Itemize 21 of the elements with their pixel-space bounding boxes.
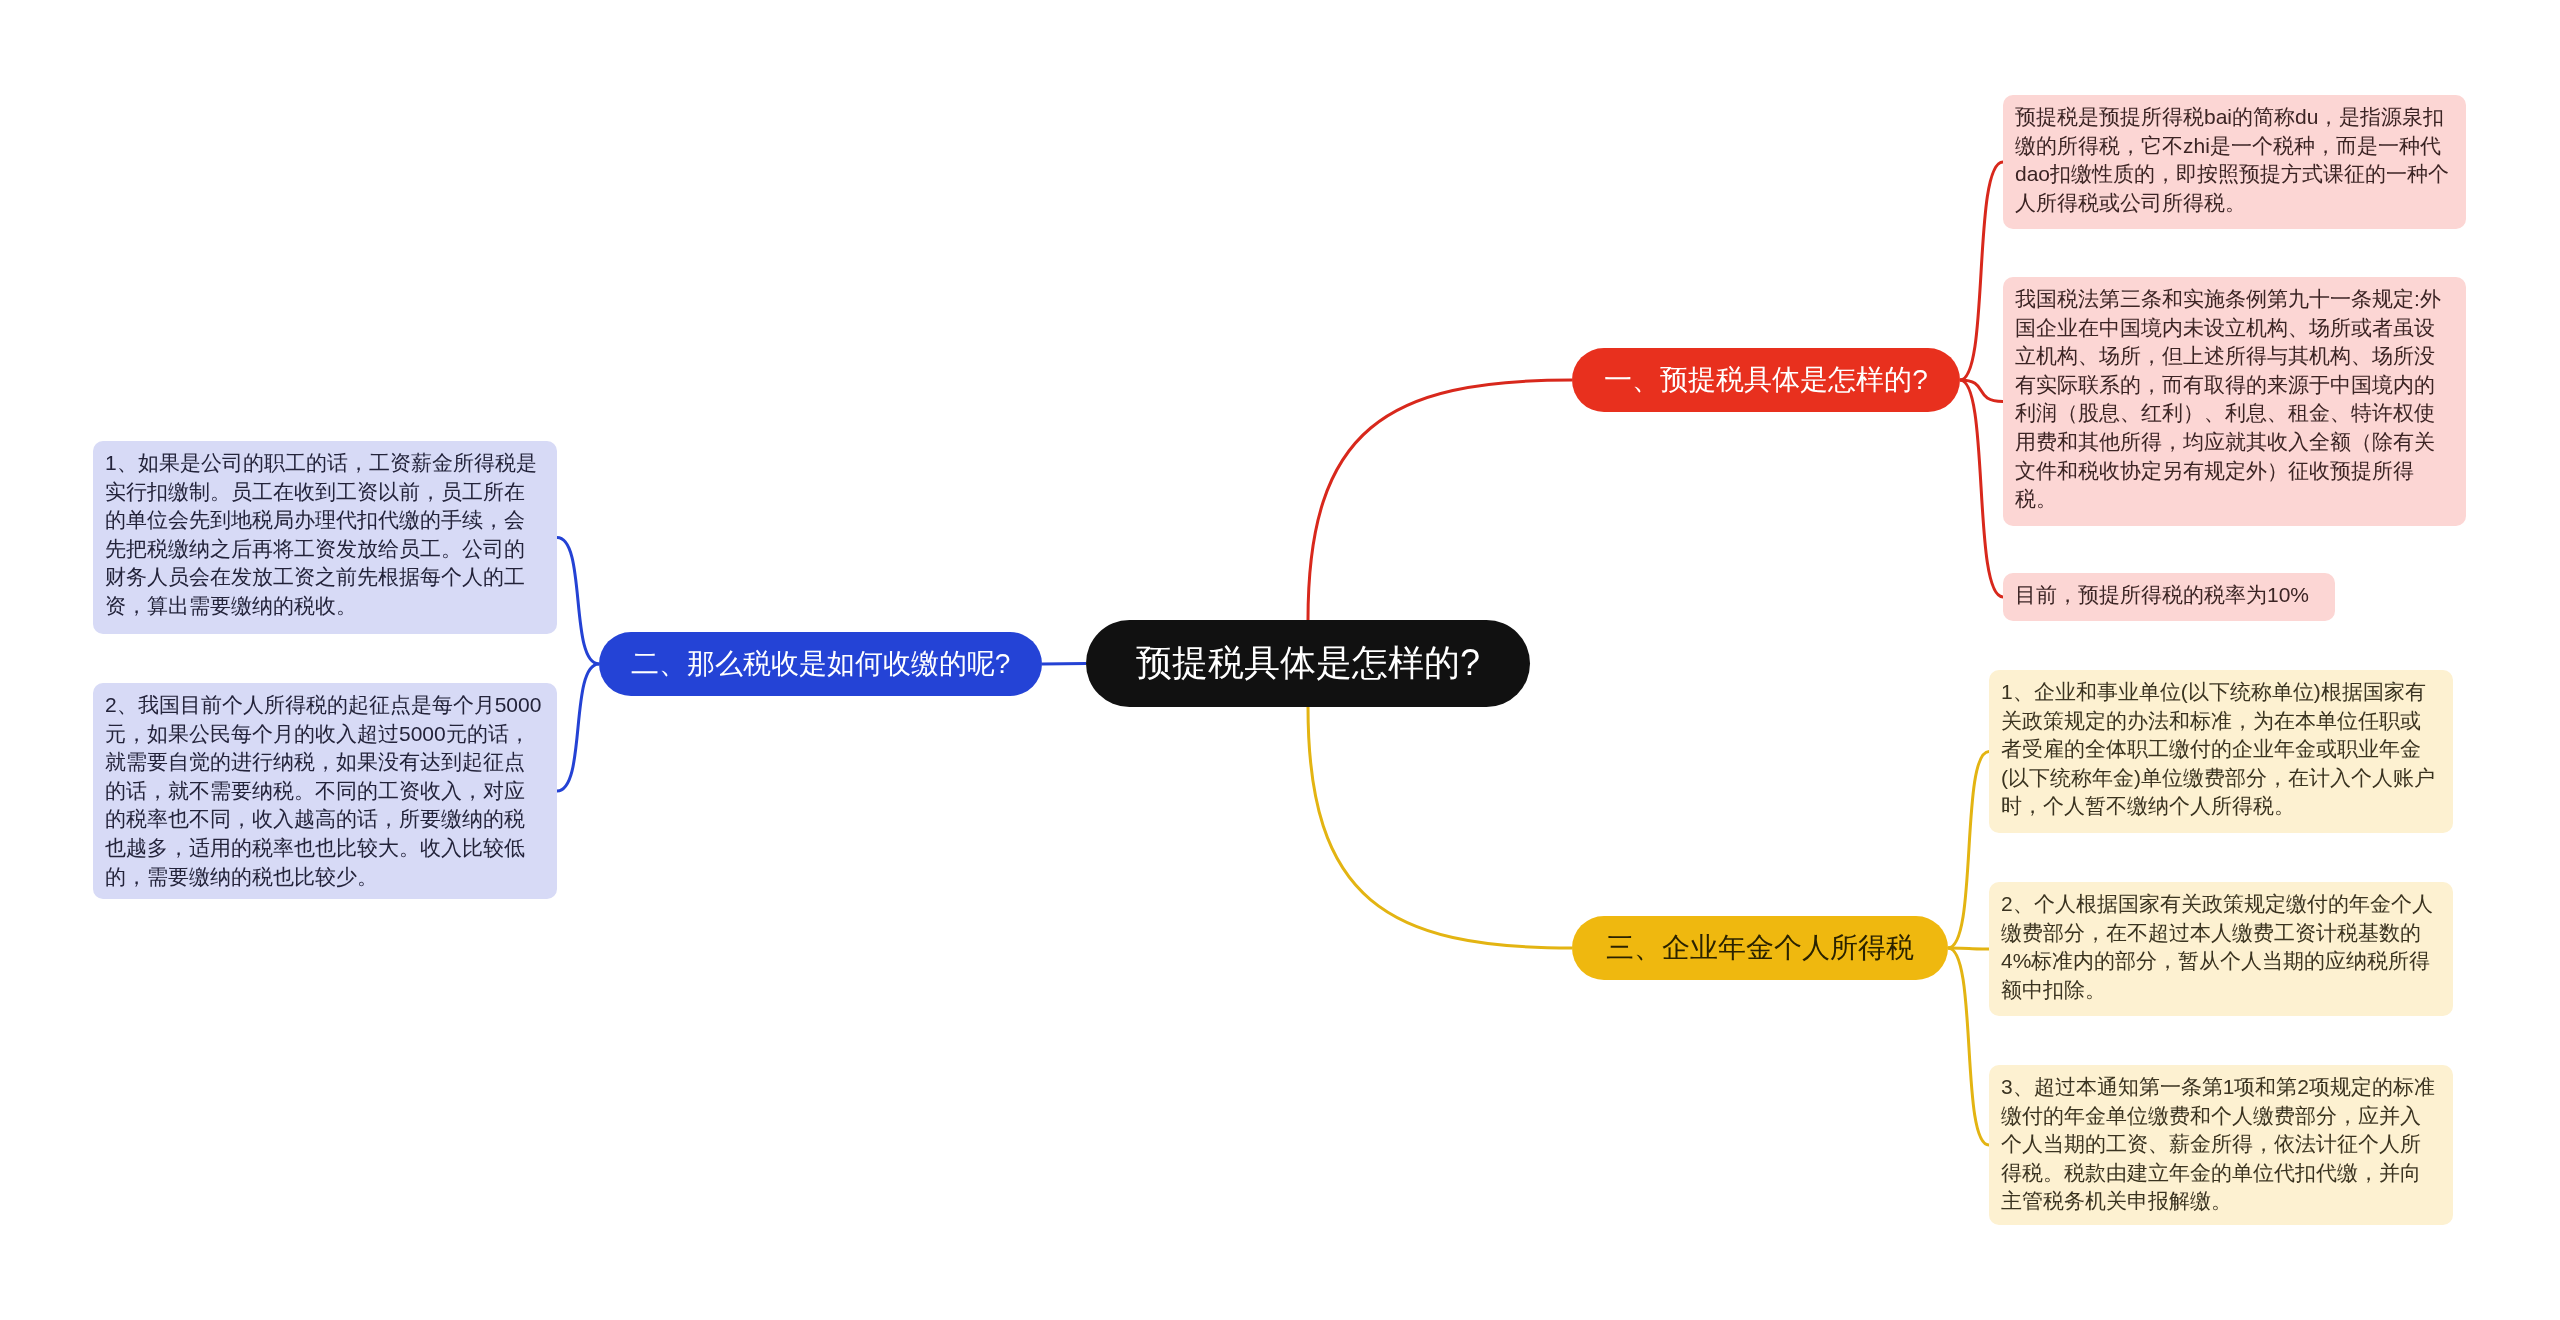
- note-box: 3、超过本通知第一条第1项和第2项规定的标准缴付的年金单位缴费和个人缴费部分，应并入个人当期的工资、薪金所得，依法计征个人所得税。税款由建立年金的单位代扣代缴，并向主管税务机关申报解缴。: [1989, 1065, 2453, 1225]
- connector: [1947, 946, 1990, 1147]
- connector: [1042, 662, 1086, 666]
- note-box: 我国税法第三条和实施条例第九十一条规定:外国企业在中国境内未设立机构、场所或者虽设立机构、场所，但上述所得与其机构、场所没有实际联系的，而有取得的来源于中国境内的利润（股息、红利）、利息、租金、特许权使用费和其他所得，均应就其收入全额（除有关文件和税收协定另有规定外）征收预提所得税。: [2003, 277, 2466, 526]
- note-box: 预提税是预提所得税bai的简称du，是指源泉扣缴的所得税，它不zhi是一个税种，而是一种代dao扣缴性质的，即按照预提方式课征的一种个人所得税或公司所得税。: [2003, 95, 2466, 229]
- note-box: 目前，预提所得税的税率为10%: [2003, 573, 2335, 621]
- note-box: 1、如果是公司的职工的话，工资薪金所得税是实行扣缴制。员工在收到工资以前，员工所在的单位会先到地税局办理代扣代缴的手续，会先把税缴纳之后再将工资发放给员工。公司的财务人员会在发放工资之前先根据每个人的工资，算出需要缴纳的税收。: [93, 441, 557, 634]
- connector: [1306, 378, 1573, 621]
- branch-topic: 一、预提税具体是怎样的?: [1572, 348, 1960, 412]
- central-topic: 预提税具体是怎样的?: [1086, 620, 1530, 707]
- branch-topic: 三、企业年金个人所得税: [1572, 916, 1948, 980]
- connector: [556, 662, 600, 793]
- connector: [1959, 160, 2004, 382]
- connector: [556, 536, 600, 666]
- connector: [1306, 706, 1573, 950]
- connector: [1959, 378, 2004, 599]
- branch-topic: 二、那么税收是如何收缴的呢?: [599, 632, 1042, 696]
- note-box: 1、企业和事业单位(以下统称单位)根据国家有关政策规定的办法和标准，为在本单位任职或者受雇的全体职工缴付的企业年金或职业年金(以下统称年金)单位缴费部分，在计入个人账户时，个人暂不缴纳个人所得税。: [1989, 670, 2453, 833]
- connector: [1947, 750, 1990, 950]
- note-box: 2、个人根据国家有关政策规定缴付的年金个人缴费部分，在不超过本人缴费工资计税基数的4%标准内的部分，暂从个人当期的应纳税所得额中扣除。: [1989, 882, 2453, 1016]
- note-box: 2、我国目前个人所得税的起征点是每个月5000元，如果公民每个月的收入超过5000元的话，就需要自觉的进行纳税，如果没有达到起征点的话，就不需要纳税。不同的工资收入，对应的税率也不同，收入越高的话，所要缴纳的税也越多，适用的税率也也比较大。收入比较低的，需要缴纳的税也比较少。: [93, 683, 557, 900]
